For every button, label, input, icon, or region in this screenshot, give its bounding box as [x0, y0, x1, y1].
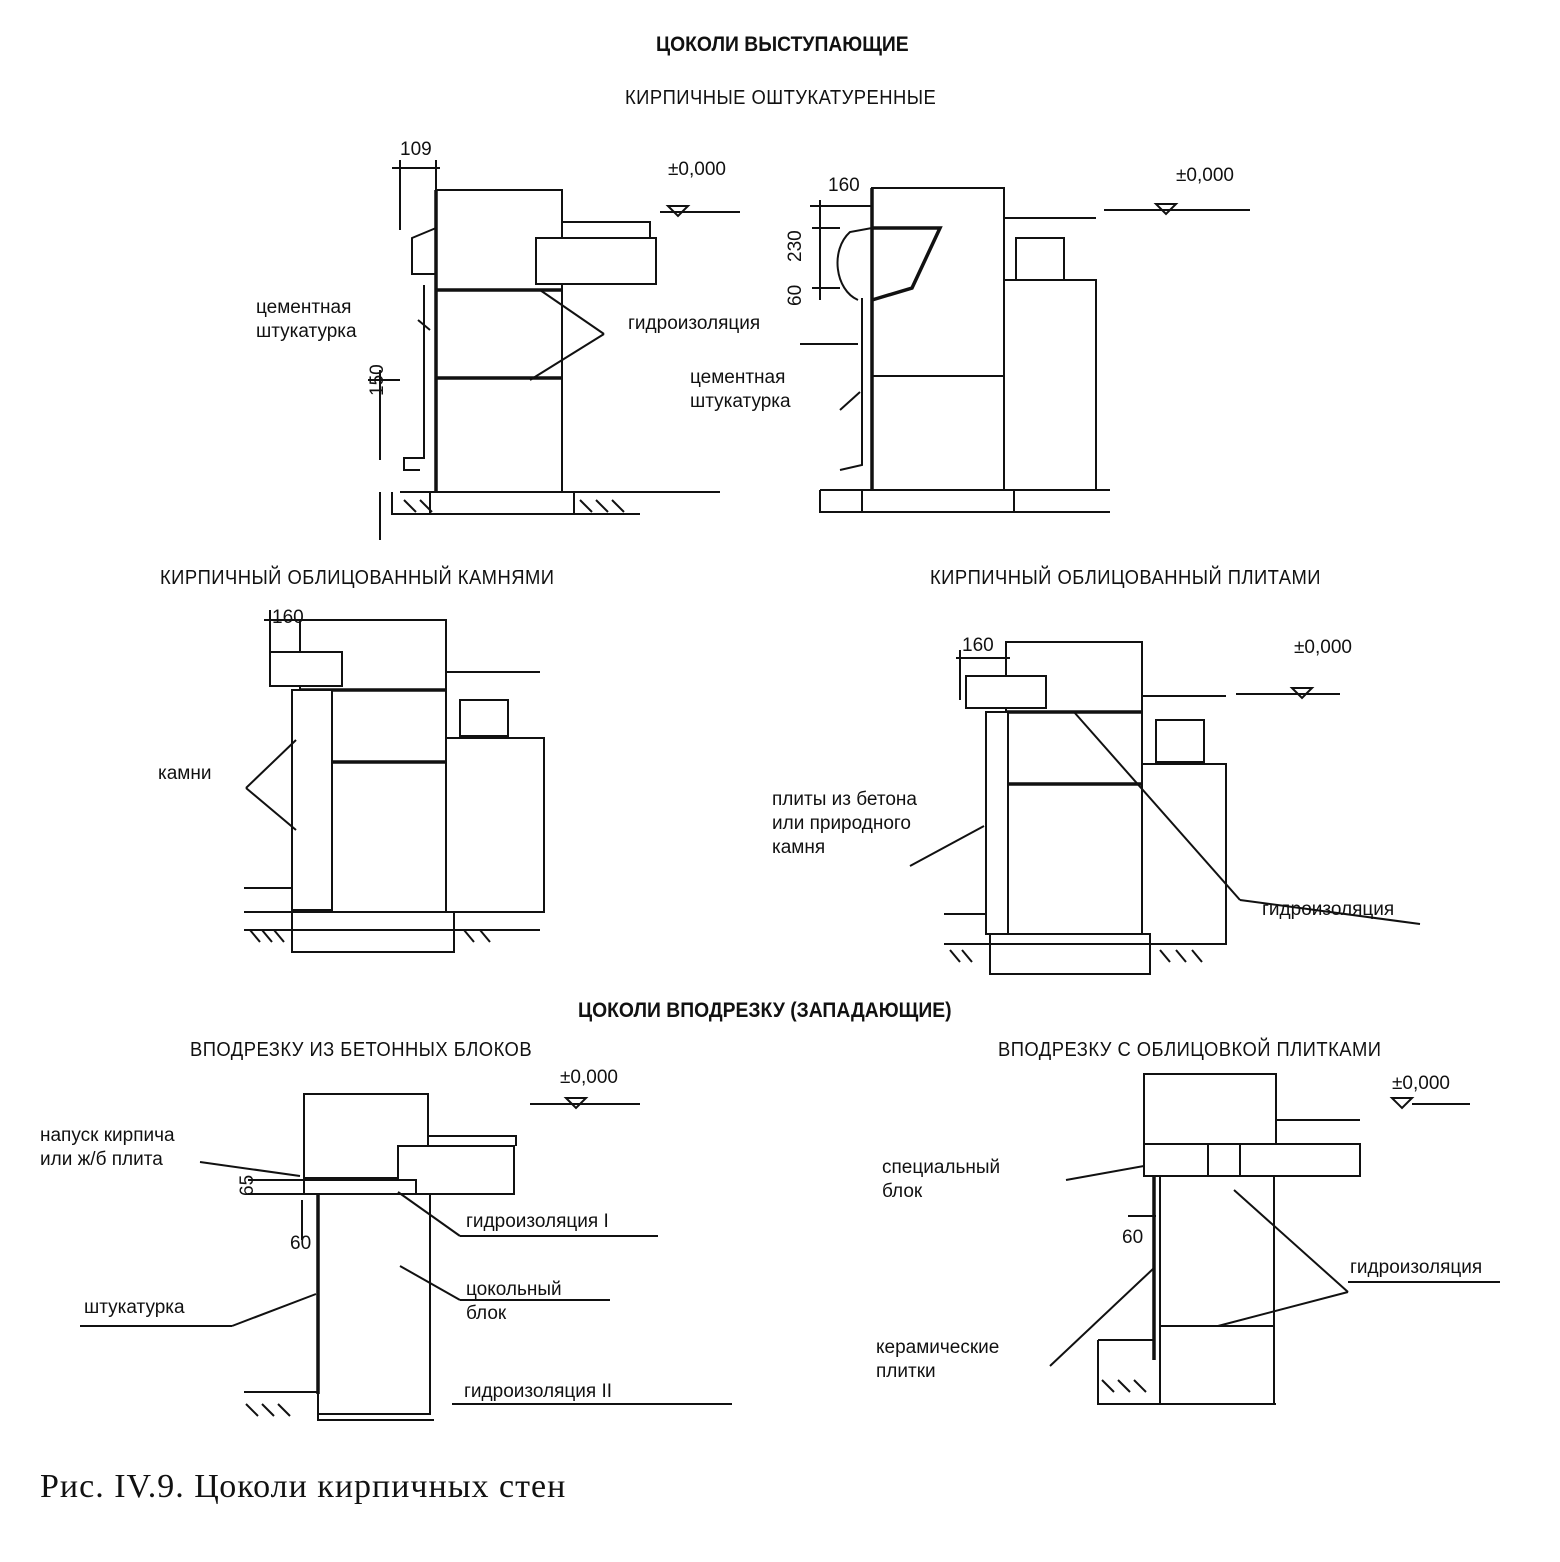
dim-65: 65 — [237, 1174, 258, 1196]
detail-5-drawing — [80, 1093, 732, 1421]
dim-160: 160 — [962, 635, 994, 656]
label-brick-overlap: напуск кирпича или ж/б плита — [40, 1125, 175, 1170]
elevation-mark: ±0,000 — [1176, 165, 1234, 186]
figure-caption: Рис. IV.9. Цоколи кирпичных стен — [40, 1468, 567, 1505]
dim-160: 160 — [272, 607, 304, 628]
detail-2-drawing — [800, 187, 1250, 513]
detail-5-title: ВПОДРЕЗКУ ИЗ БЕТОННЫХ БЛОКОВ — [190, 1039, 533, 1061]
detail-1-drawing — [368, 160, 740, 540]
dim-60: 60 — [290, 1233, 312, 1254]
label-cement-plaster: цементная штукатурка — [256, 297, 357, 342]
dim-60: 60 — [785, 284, 806, 306]
dim-109: 109 — [400, 139, 432, 160]
label-waterproofing: гидроизоляция — [628, 313, 761, 334]
label-plinth-block: цокольный блок — [466, 1279, 562, 1324]
label-waterproofing: гидроизоляция — [1262, 899, 1395, 920]
detail-1-title: КИРПИЧНЫЕ ОШТУКАТУРЕННЫЕ — [625, 87, 937, 109]
elevation-mark: ±0,000 — [668, 159, 726, 180]
label-special-block: специальный блок — [882, 1157, 1001, 1202]
elevation-mark: ±0,000 — [1294, 637, 1352, 658]
label-cement-plaster: цементная штукатурка — [690, 367, 791, 412]
label-waterproofing-1: гидроизоляция I — [466, 1211, 609, 1232]
label-waterproofing: гидроизоляция — [1350, 1257, 1483, 1278]
detail-6-title: ВПОДРЕЗКУ С ОБЛИЦОВКОЙ ПЛИТКАМИ — [998, 1039, 1382, 1061]
detail-6-drawing — [1049, 1073, 1500, 1405]
elevation-mark: ±0,000 — [1392, 1073, 1450, 1094]
detail-4-title: КИРПИЧНЫЙ ОБЛИЦОВАННЫЙ ПЛИТАМИ — [930, 567, 1321, 589]
dim-60: 60 — [1122, 1227, 1144, 1248]
label-slabs: плиты из бетона или природного камня — [772, 789, 917, 858]
elevation-mark: ±0,000 — [560, 1067, 618, 1088]
heading-recessed: ЦОКОЛИ ВПОДРЕЗКУ (ЗАПАДАЮЩИЕ) — [578, 999, 952, 1022]
label-ceramic-tiles: керамические плитки — [876, 1337, 1000, 1382]
dim-230: 230 — [785, 230, 806, 262]
detail-4-drawing — [909, 641, 1421, 975]
dim-150: 150 — [367, 364, 388, 396]
label-stones: камни — [158, 763, 212, 784]
heading-protruding: ЦОКОЛИ ВЫСТУПАЮЩИЕ — [656, 33, 909, 56]
detail-3-title: КИРПИЧНЫЙ ОБЛИЦОВАННЫЙ КАМНЯМИ — [160, 567, 555, 589]
dim-160: 160 — [828, 175, 860, 196]
detail-3-drawing — [244, 610, 545, 953]
label-waterproofing-2: гидроизоляция II — [464, 1381, 613, 1402]
label-plaster: штукатурка — [84, 1297, 185, 1318]
